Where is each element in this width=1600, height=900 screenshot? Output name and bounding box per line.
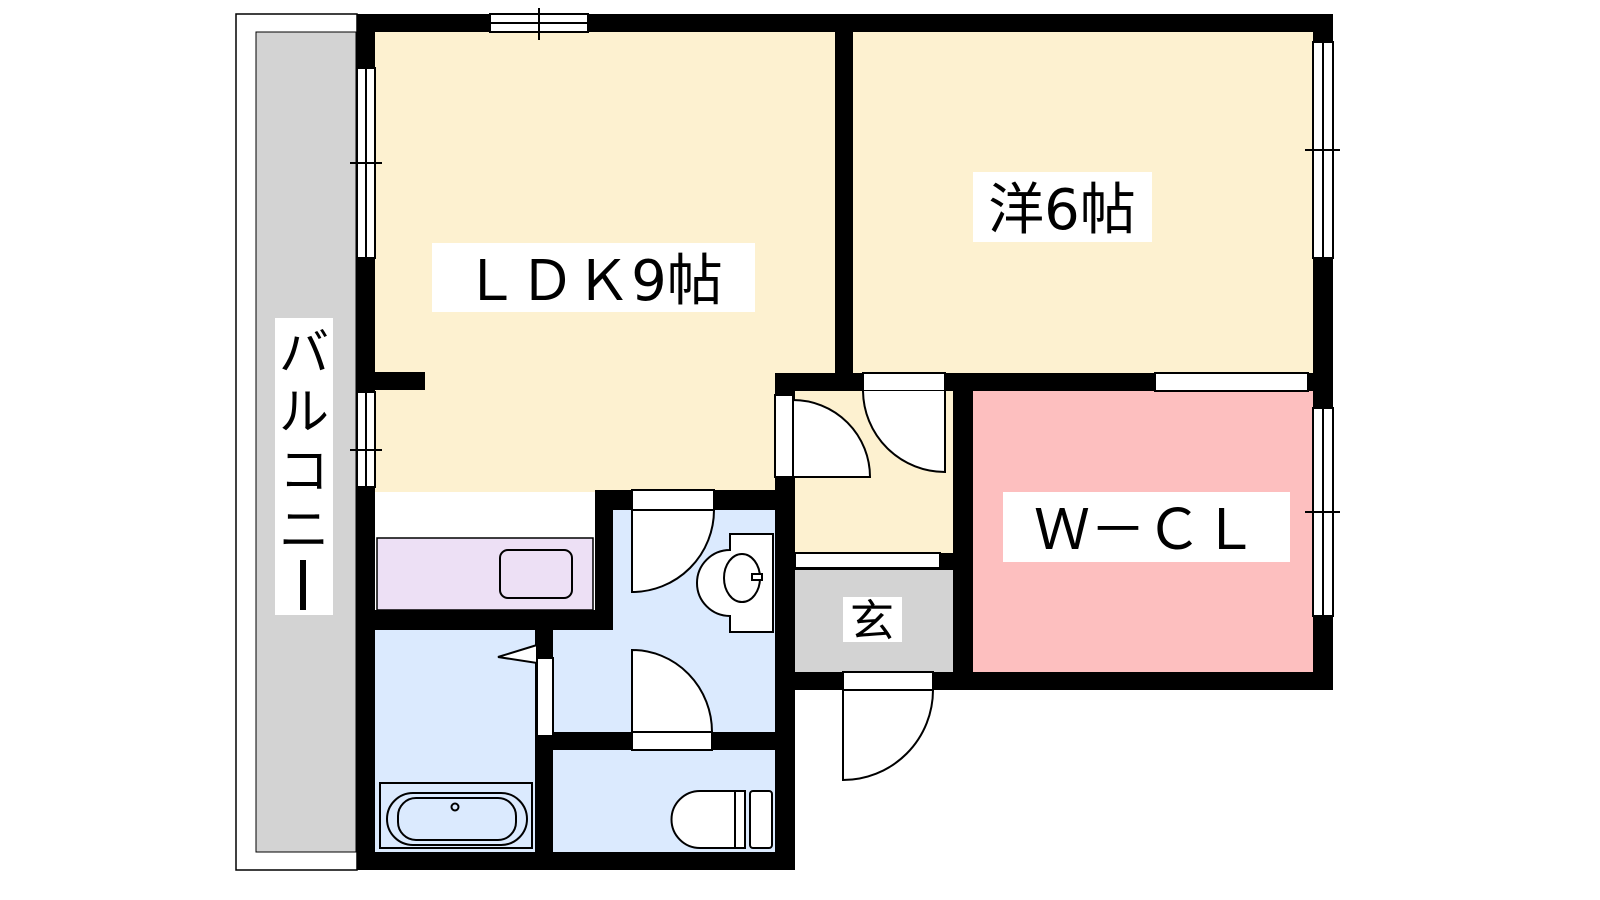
wcl-label-bg bbox=[1003, 492, 1290, 562]
bathtub-icon bbox=[379, 782, 533, 849]
balcony-char: バ bbox=[279, 324, 329, 382]
entrance-label-bg bbox=[843, 597, 902, 642]
western-label-bg bbox=[973, 172, 1152, 242]
wcl-label: Ｗ－ＣＬ bbox=[1034, 498, 1258, 563]
windows bbox=[350, 8, 1340, 617]
western-label: 洋6帖 bbox=[988, 178, 1136, 243]
balcony-char: コ bbox=[279, 442, 329, 500]
ldk-label: ＬＤＫ9帖 bbox=[463, 249, 723, 314]
washbasin-icon bbox=[696, 533, 774, 633]
ldk-label-bg bbox=[432, 243, 755, 312]
sink-icon bbox=[499, 549, 573, 599]
doors bbox=[497, 372, 946, 782]
balcony-char: ル bbox=[279, 383, 329, 441]
entrance-label: 玄 bbox=[850, 596, 894, 647]
balcony-label: バ ル コ ニ bbox=[279, 324, 329, 610]
kitchen-counter bbox=[376, 537, 594, 611]
toilet-icon bbox=[670, 790, 773, 849]
bathroom bbox=[375, 630, 535, 852]
balcony-char-long-vowel bbox=[300, 560, 306, 610]
washroom-extension bbox=[553, 630, 613, 732]
balcony-char: ニ bbox=[279, 501, 329, 559]
